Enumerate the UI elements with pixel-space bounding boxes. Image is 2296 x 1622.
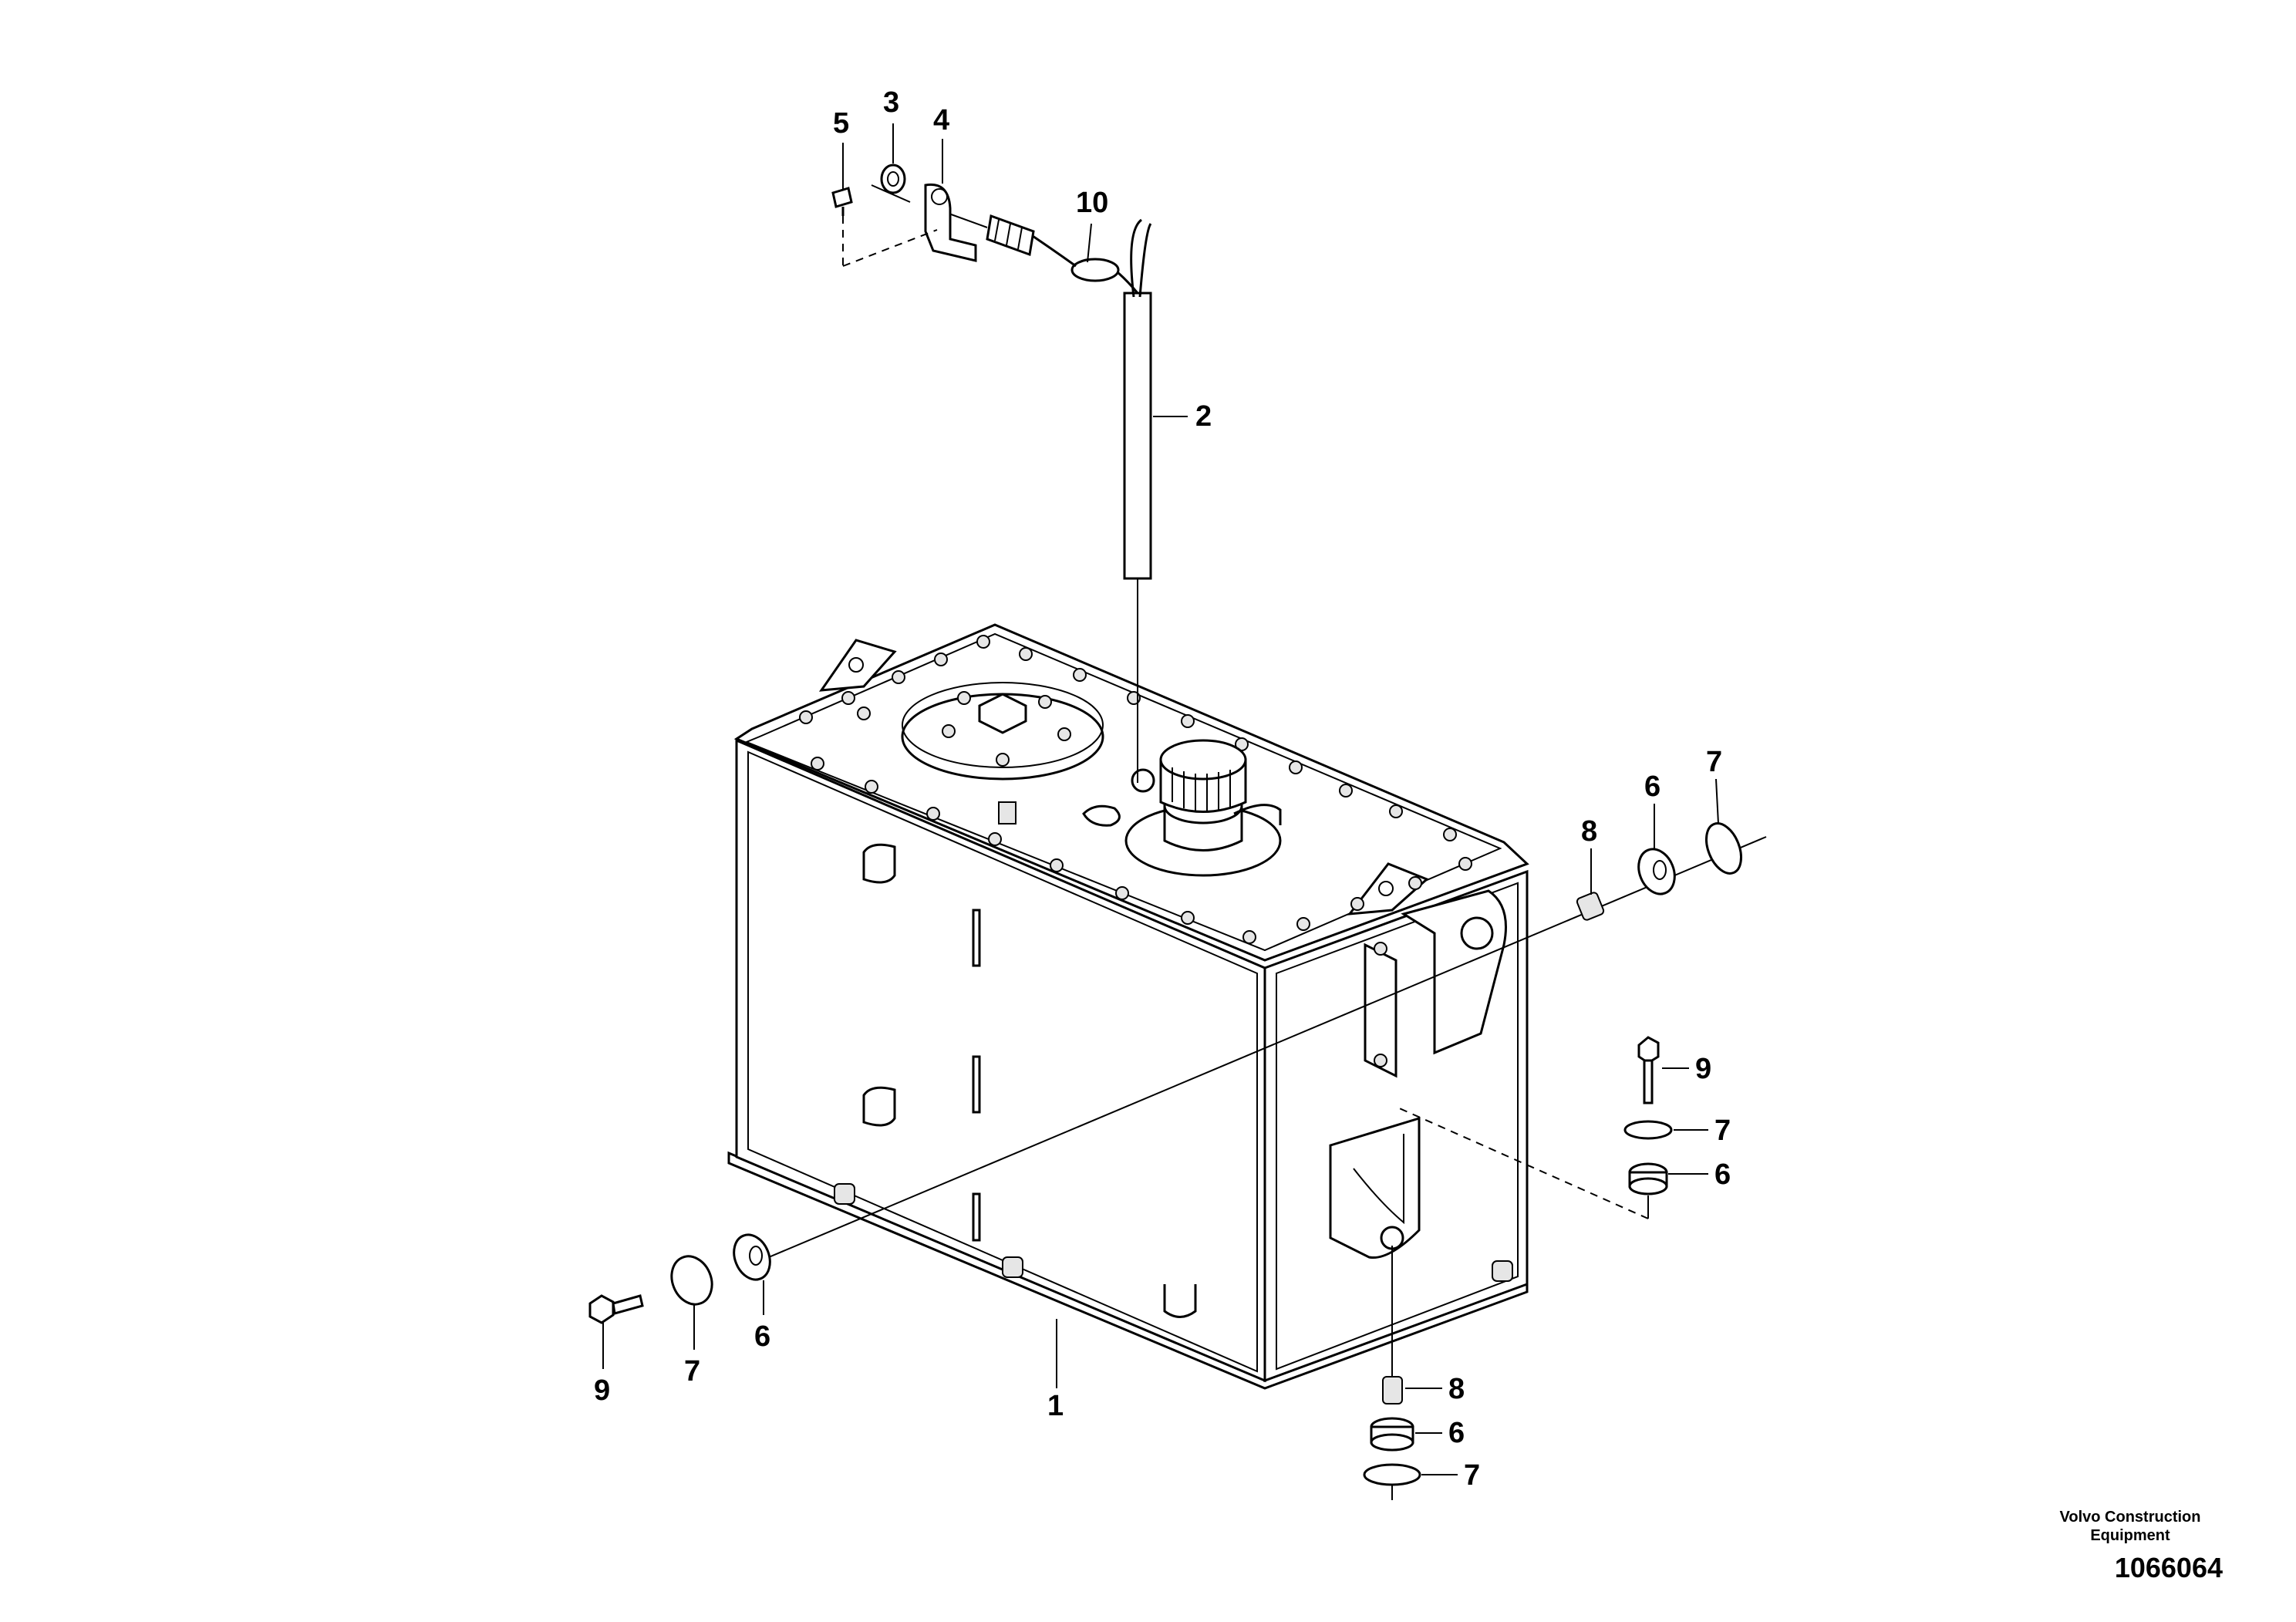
brand-caption: Volvo Construction Equipment [2030, 1508, 2230, 1545]
leader-lines [602, 123, 1719, 1475]
bottom-fastener-stack [1363, 1246, 1421, 1500]
level-sender-tube [1123, 292, 1152, 580]
sensor-port [1131, 768, 1155, 793]
level-sender-assembly [831, 164, 1152, 783]
tank-front-inner-edge [747, 750, 1258, 1373]
washer-7-left [670, 1255, 713, 1306]
front-boss-1 [834, 1183, 855, 1205]
washer-7-right [1623, 1120, 1673, 1140]
drawing-number: 1066064 [2114, 1552, 2223, 1583]
callout-9-right: 9 [1695, 1053, 1711, 1085]
lid-fitting [998, 801, 1017, 824]
lifting-lug-rear [818, 639, 897, 692]
sender-wire-loop [1130, 218, 1152, 298]
front-slot-1 [972, 909, 981, 967]
front-slot-2 [972, 1055, 981, 1114]
brand-line-1: Volvo Construction [2059, 1509, 2201, 1526]
bolt-small [831, 187, 853, 208]
lower-left-fastener-stack [588, 1233, 771, 1324]
lifting-lug-rear-hole [848, 657, 864, 673]
front-slot-3 [972, 1192, 981, 1242]
callout-7-right: 7 [1714, 1114, 1731, 1147]
callout-8-upper: 8 [1581, 815, 1597, 848]
front-handle-lower [862, 1086, 896, 1127]
callout-7-lower: 7 [1464, 1459, 1480, 1492]
brand-line-2: Equipment [2090, 1527, 2170, 1544]
connector-lead [944, 211, 988, 228]
sender-connector [986, 214, 1035, 257]
side-bracket-lower [1329, 1116, 1421, 1259]
washer-7-upper [1705, 822, 1742, 875]
callout-3: 3 [883, 86, 899, 119]
right-stack-dashed-guide [1395, 1106, 1649, 1219]
washer-7-lower [1363, 1463, 1421, 1486]
breather-hose [1233, 804, 1282, 825]
callout-10: 10 [1076, 187, 1108, 219]
rubber-mount-6-left [733, 1233, 771, 1281]
front-bottom-handle [1163, 1284, 1197, 1318]
spacer-8-lower [1382, 1376, 1403, 1404]
lid-plug [1082, 804, 1121, 827]
nut [880, 164, 906, 194]
side-boss [1492, 1260, 1513, 1282]
sender-cap [1070, 258, 1120, 282]
callout-7-upper: 7 [1706, 746, 1722, 778]
lifting-lug-front-hole [1378, 881, 1394, 896]
callout-5: 5 [833, 107, 849, 140]
callout-6-left: 6 [754, 1320, 770, 1353]
callout-6-lower: 6 [1448, 1417, 1465, 1449]
mounting-bracket [924, 183, 977, 262]
lid-bolts [799, 635, 1472, 944]
callout-8-lower: 8 [1448, 1373, 1465, 1405]
callout-6-right: 6 [1714, 1158, 1731, 1191]
lifting-lug-front [1347, 862, 1429, 916]
inspection-cover [901, 682, 1104, 781]
callout-1: 1 [1047, 1390, 1064, 1422]
bolt-9-right [1637, 1036, 1660, 1064]
front-handle-upper [862, 843, 896, 884]
bolt-9-left [588, 1294, 615, 1324]
filler-neck [1124, 739, 1282, 877]
side-bracket-upper [1364, 889, 1507, 1078]
rubber-mount-6-upper [1637, 848, 1676, 895]
callout-6-upper: 6 [1644, 771, 1660, 803]
hydraulic-tank [727, 623, 1529, 1390]
cover-center-nut [978, 693, 1027, 734]
upper-right-fastener-stack [759, 822, 1767, 1262]
spacer-8-upper [1576, 892, 1605, 921]
callout-9-left: 9 [594, 1374, 610, 1407]
callout-4: 4 [933, 104, 949, 137]
right-middle-fastener-stack [1395, 1036, 1673, 1219]
callout-labels: 5 3 4 10 2 1 8 6 7 9 7 6 9 7 6 8 6 7 [594, 86, 1731, 1492]
front-boss-2 [1002, 1256, 1023, 1278]
callout-2: 2 [1195, 400, 1212, 433]
callout-7-left: 7 [684, 1355, 700, 1388]
